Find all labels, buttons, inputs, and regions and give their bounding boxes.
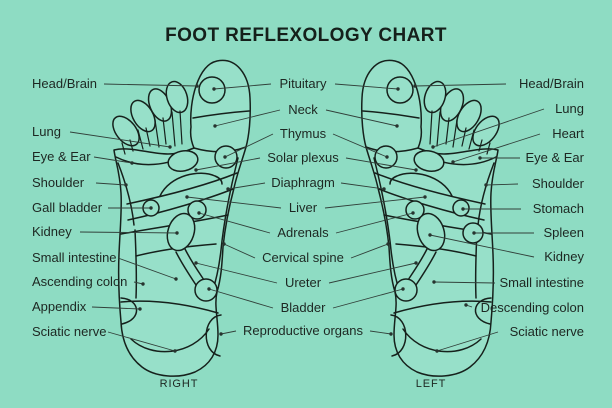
marker-dots bbox=[124, 84, 488, 353]
label-cervical-spine: Cervical spine bbox=[262, 250, 344, 265]
label-shoulder-right: Shoulder bbox=[531, 176, 584, 191]
label-lung-left: Lung bbox=[32, 124, 61, 139]
left-foot-caption: LEFT bbox=[415, 378, 447, 390]
label-ureter: Ureter bbox=[284, 275, 322, 290]
label-head-brain-left: Head/Brain bbox=[32, 76, 98, 91]
page-title: FOOT REFLEXOLOGY CHART bbox=[165, 25, 447, 46]
label-sciatic-nerve-left: Sciatic nerve bbox=[32, 324, 107, 339]
label-lung-right: Lung bbox=[555, 101, 584, 116]
label-neck: Neck bbox=[288, 102, 318, 117]
label-descending-colon: Descending colon bbox=[480, 300, 584, 315]
label-small-intestine-right: Small intestine bbox=[499, 275, 584, 290]
label-eye-ear-right: Eye & Ear bbox=[525, 150, 584, 165]
label-kidney-right: Kidney bbox=[544, 249, 584, 264]
label-thymus: Thymus bbox=[279, 126, 327, 141]
label-adrenals: Adrenals bbox=[277, 225, 329, 240]
right-foot-caption: RIGHT bbox=[159, 378, 199, 390]
label-shoulder-left: Shoulder bbox=[32, 175, 85, 190]
label-kidney-left: Kidney bbox=[32, 224, 72, 239]
label-ascending-colon: Ascending colon bbox=[32, 274, 128, 289]
right-foot-diagram bbox=[106, 59, 252, 377]
label-appendix: Appendix bbox=[32, 299, 87, 314]
label-liver: Liver bbox=[288, 200, 318, 215]
label-pituitary: Pituitary bbox=[279, 76, 327, 91]
left-foot-diagram bbox=[360, 59, 506, 377]
label-small-intestine-left: Small intestine bbox=[32, 250, 117, 265]
label-eye-ear-left: Eye & Ear bbox=[32, 149, 91, 164]
label-stomach: Stomach bbox=[532, 201, 584, 216]
label-heart: Heart bbox=[552, 126, 584, 141]
label-sciatic-nerve-right: Sciatic nerve bbox=[509, 324, 584, 339]
label-spleen: Spleen bbox=[543, 225, 584, 240]
label-solar-plexus: Solar plexus bbox=[267, 150, 339, 165]
label-head-brain-right: Head/Brain bbox=[518, 76, 584, 91]
label-reproductive-organs: Reproductive organs bbox=[243, 323, 363, 338]
label-bladder: Bladder bbox=[280, 300, 326, 315]
label-diaphragm: Diaphragm bbox=[271, 175, 335, 190]
label-gall-bladder: Gall bladder bbox=[32, 200, 103, 215]
